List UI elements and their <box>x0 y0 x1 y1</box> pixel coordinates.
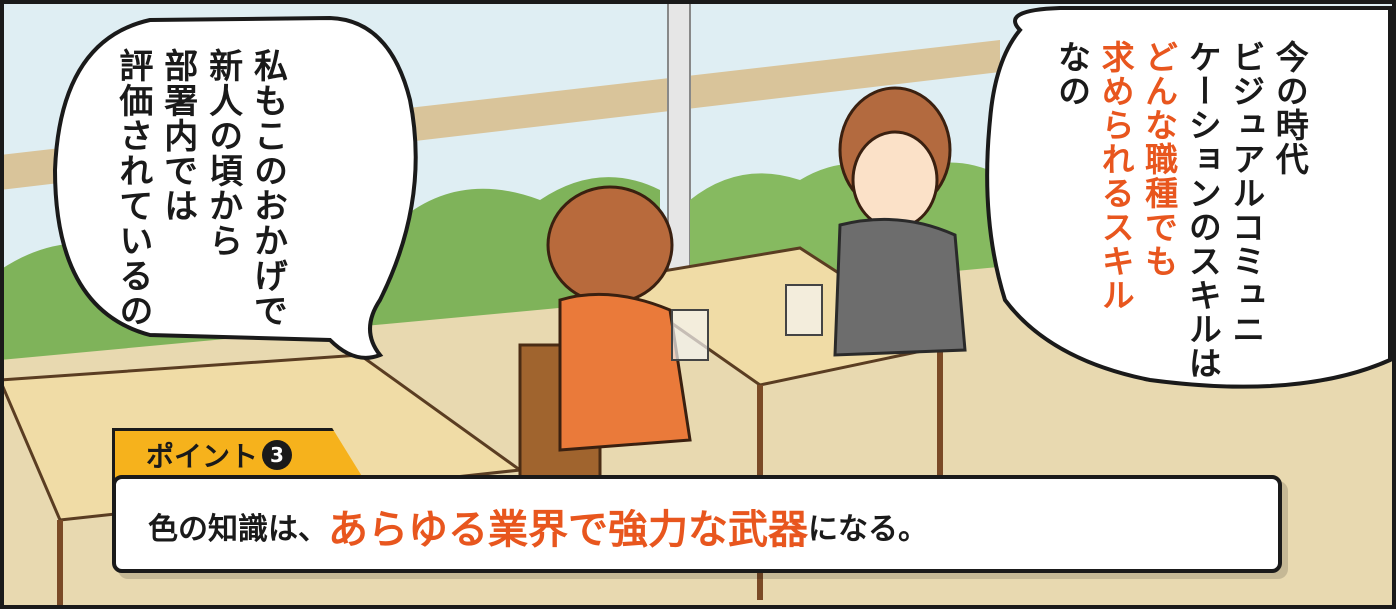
speech-bubble-left <box>52 15 418 360</box>
speech-line: 今の時代 <box>1270 40 1310 176</box>
speech-line: 新人の頃から <box>202 48 243 258</box>
point-text-after: になる。 <box>808 512 928 547</box>
woman-left-hair <box>546 185 674 305</box>
glass-left <box>671 309 709 361</box>
speech-line: ビジュアルコミュニ <box>1226 40 1266 346</box>
point-text-before: 色の知識は、 <box>148 512 328 547</box>
speech-line: ケーションのスキルは <box>1183 40 1223 380</box>
woman-right-face <box>851 130 939 230</box>
speech-line: 評価されているの <box>112 48 153 328</box>
point-text: 色の知識は、 あらゆる業界で強力な武器 になる。 <box>148 496 928 556</box>
point-tag-text: ポイント <box>146 440 259 473</box>
point-number-badge: 3 <box>262 440 293 470</box>
speech-line: 私もこのおかげで <box>247 48 288 328</box>
woman-right-body <box>833 217 967 357</box>
point-box <box>112 475 1282 573</box>
point-tag-label: ポイント 3 <box>146 435 293 475</box>
speech-bubble-right <box>985 6 1392 389</box>
glass-right <box>785 284 823 336</box>
speech-line-highlight: 求められるスキル <box>1096 40 1136 312</box>
speech-line: 部署内では <box>157 48 198 223</box>
speech-line: なの <box>1052 40 1092 108</box>
speech-text-right: 今の時代 ビジュアルコミュニ ケーションのスキルは どんな職種でも 求められるス… <box>1050 40 1311 380</box>
speech-text-left: 私もこのおかげで 新人の頃から 部署内では 評価されているの <box>110 48 290 328</box>
speech-line-highlight: どんな職種でも <box>1139 40 1179 278</box>
woman-left-body <box>558 292 692 452</box>
point-text-highlight: あらゆる業界で強力な武器 <box>328 507 808 553</box>
